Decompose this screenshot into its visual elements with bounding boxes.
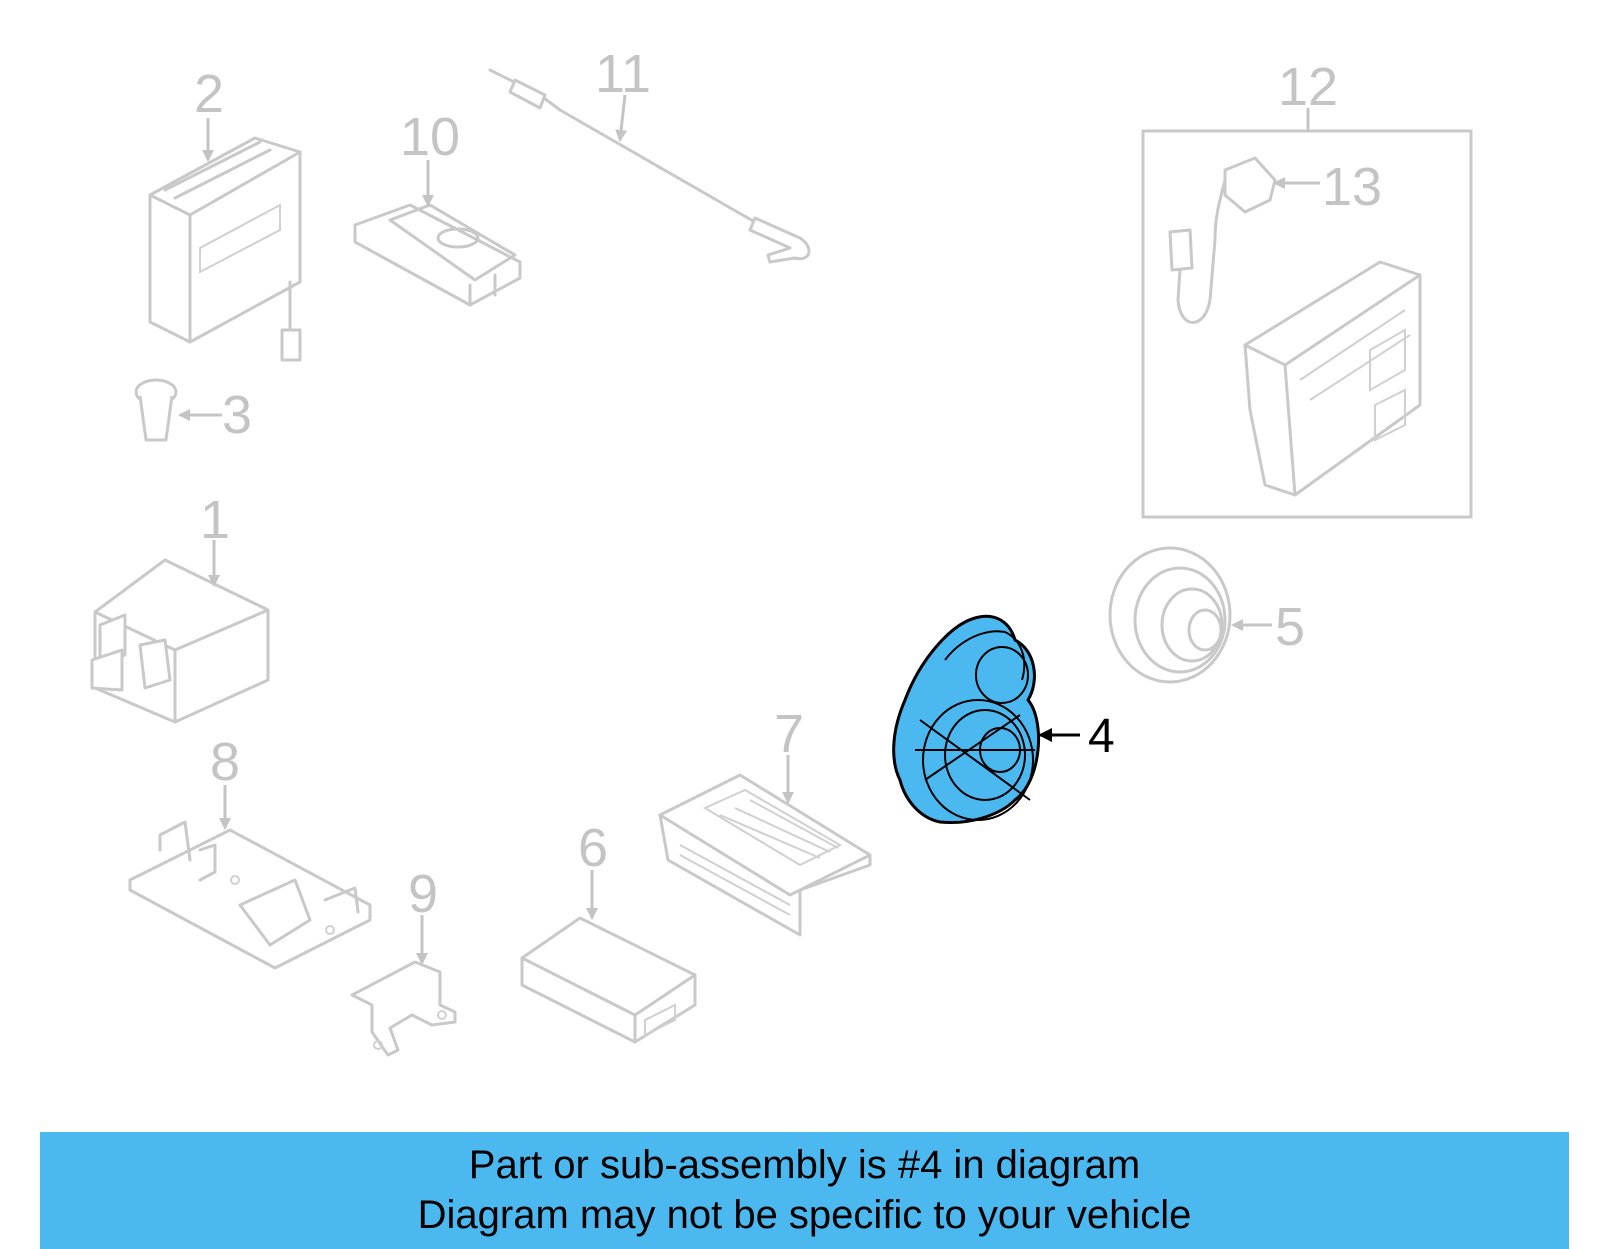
callout-5: 5 <box>1275 597 1305 657</box>
part-1-module[interactable] <box>90 558 270 724</box>
banner-line-1: Part or sub-assembly is #4 in diagram <box>468 1143 1141 1187</box>
callout-11: 11 <box>595 44 651 104</box>
part-12-assembly-box[interactable] <box>1141 129 1473 519</box>
callout-4: 4 <box>1088 710 1115 763</box>
part-5-speaker[interactable] <box>1108 546 1232 684</box>
part-11-antenna-cable[interactable] <box>488 68 811 264</box>
callout-2: 2 <box>194 64 224 124</box>
part-9-small-bracket[interactable] <box>350 960 457 1057</box>
info-banner: Part or sub-assembly is #4 in diagram Di… <box>40 1132 1569 1249</box>
callout-3: 3 <box>222 385 252 445</box>
part-8-bracket[interactable] <box>128 820 372 970</box>
leader-11 <box>615 94 628 142</box>
callout-8: 8 <box>210 732 240 792</box>
part-2-control-module[interactable] <box>148 136 302 362</box>
part-10-bracket[interactable] <box>353 203 522 307</box>
part-4-speaker-highlighted[interactable] <box>892 614 1040 825</box>
parts-diagram: 2 3 10 11 12 13 <box>90 44 1473 1057</box>
part-7-amplifier[interactable] <box>658 773 872 937</box>
part-6-module[interactable] <box>520 916 697 1044</box>
callout-9: 9 <box>408 864 438 924</box>
callout-12: 12 <box>1278 57 1338 117</box>
callout-1: 1 <box>200 490 230 550</box>
part-3-clip[interactable] <box>134 378 178 442</box>
callout-13: 13 <box>1322 157 1382 217</box>
banner-line-2: Diagram may not be specific to your vehi… <box>417 1193 1192 1237</box>
callout-6: 6 <box>578 818 608 878</box>
callout-7: 7 <box>774 704 804 764</box>
callout-10: 10 <box>400 107 460 167</box>
